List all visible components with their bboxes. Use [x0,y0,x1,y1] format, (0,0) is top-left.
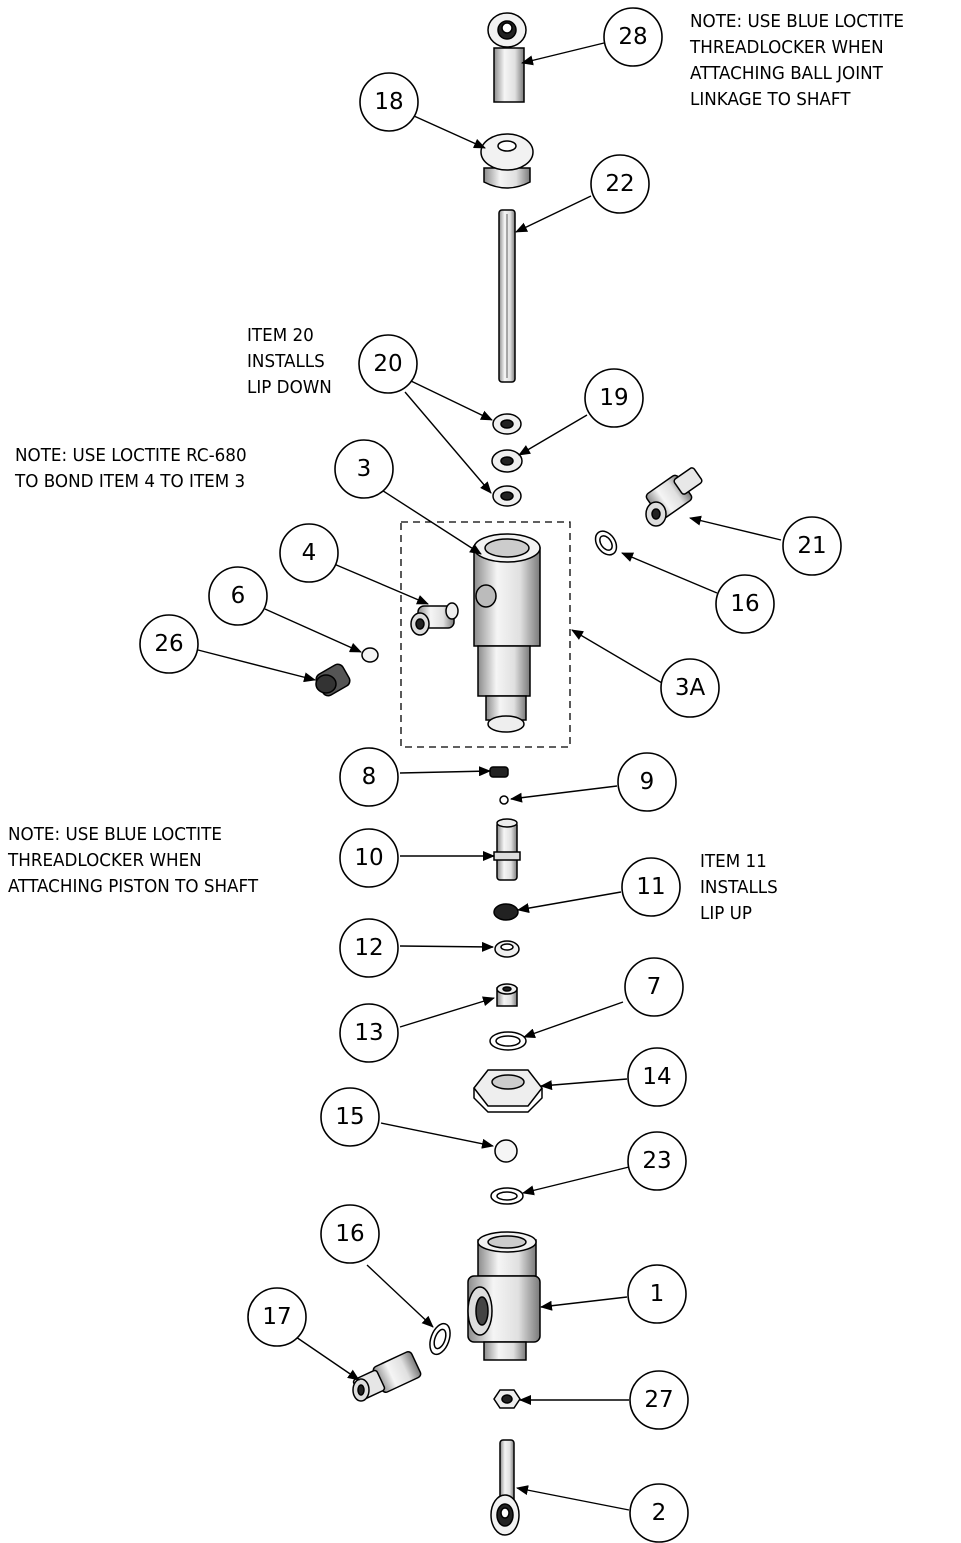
mid-o-ring-part [489,1031,527,1051]
leader-lines [197,42,782,1511]
lower-left-o-ring-part [429,1322,451,1356]
ball-joint-note: NOTE: USE BLUE LOCTITE THREADLOCKER WHEN… [690,11,904,110]
plug-part [315,663,351,697]
balloon-7-label: 7 [647,974,662,1000]
lower-body-part [467,1231,541,1361]
balloon-20: 20 [358,334,418,394]
balloon-13: 13 [339,1003,399,1063]
balloon-28: 28 [603,7,663,67]
balloon-1: 1 [627,1264,687,1324]
balloon-11-label: 11 [636,874,665,900]
balloon-28-label: 28 [618,24,647,50]
balloon-9: 9 [617,752,677,812]
lower-seal-part [492,485,522,507]
balloon-8: 8 [339,747,399,807]
balloon-14: 14 [627,1047,687,1107]
bottom-rod-part [490,1439,520,1536]
balloon-11: 11 [621,857,681,917]
balloon-18-label: 18 [374,89,403,115]
small-washer-part [361,647,379,663]
elbow-fitting-part [410,602,459,636]
balloon-23: 23 [627,1131,687,1191]
balloon-3-label: 3 [357,456,372,482]
item-11-note: ITEM 11 INSTALLS LIP UP [700,851,778,924]
piston-seal-part [493,903,519,921]
piston-nut-part [496,983,518,1007]
lower-o-ring-part [490,1187,524,1205]
balloon-12: 12 [339,918,399,978]
balloon-6-label: 6 [231,583,246,609]
rc-680-note: NOTE: USE LOCTITE RC-680 TO BOND ITEM 4 … [15,445,247,492]
upper-seal-part [492,413,522,435]
upper-o-ring-part [594,530,618,556]
ball-part [494,1139,518,1163]
balloon-16-upper-label: 16 [730,591,759,617]
shaft-part [498,209,516,383]
ball-joint-linkage-part [487,12,527,103]
balloon-17: 17 [247,1287,307,1347]
upper-fitting-part [645,467,703,527]
parts [315,12,703,1536]
balloon-8-label: 8 [362,764,377,790]
balloon-18: 18 [359,72,419,132]
balloon-16-upper: 16 [715,574,775,634]
balloon-4: 4 [279,523,339,583]
washer-part [491,449,523,473]
balloon-10-label: 10 [354,845,383,871]
balloon-2-label: 2 [652,1500,667,1526]
balloon-12-label: 12 [354,935,383,961]
balloon-2: 2 [629,1483,689,1543]
balloon-16-lower: 16 [320,1204,380,1264]
cap-part [480,133,534,189]
balloon-15-label: 15 [335,1104,364,1130]
balloon-17-label: 17 [262,1304,291,1330]
pin-part [489,766,509,778]
balloon-26-label: 26 [154,631,183,657]
jam-nut-part [493,1389,521,1409]
balloon-21-label: 21 [797,533,826,559]
balloon-14-label: 14 [642,1064,671,1090]
balloon-16-lower-label: 16 [335,1221,364,1247]
balloon-19-label: 19 [599,385,628,411]
balloon-27-label: 27 [644,1387,673,1413]
balloon-20-label: 20 [373,351,402,377]
balloon-3: 3 [334,439,394,499]
balloon-10: 10 [339,828,399,888]
spacer-part [494,940,520,958]
piston-part [493,818,521,881]
hex-nut-part [473,1069,543,1113]
balloon-6: 6 [208,566,268,626]
item-20-note: ITEM 20 INSTALLS LIP DOWN [247,325,332,398]
balloon-3A: 3A [660,658,720,718]
body-part [473,533,541,733]
balloon-4-label: 4 [302,540,317,566]
balloon-13-label: 13 [354,1020,383,1046]
balloon-9-label: 9 [640,769,655,795]
balloon-23-label: 23 [642,1148,671,1174]
balloon-19: 19 [584,368,644,428]
sub-assembly-box [400,521,571,748]
balloon-3A-label: 3A [675,675,706,701]
balloon-26: 26 [139,614,199,674]
balloon-15: 15 [320,1087,380,1147]
balloon-7: 7 [624,957,684,1017]
balloon-21: 21 [782,516,842,576]
balloon-1-label: 1 [650,1281,665,1307]
piston-note: NOTE: USE BLUE LOCTITE THREADLOCKER WHEN… [8,824,259,897]
lower-fitting-part [352,1351,422,1402]
check-ball-part [499,795,509,805]
balloon-22: 22 [590,154,650,214]
item-balloons: 28 18 22 20 19 3 21 4 16 6 26 3A 8 9 10 … [139,7,842,1543]
balloon-22-label: 22 [605,171,634,197]
balloon-27: 27 [629,1370,689,1430]
